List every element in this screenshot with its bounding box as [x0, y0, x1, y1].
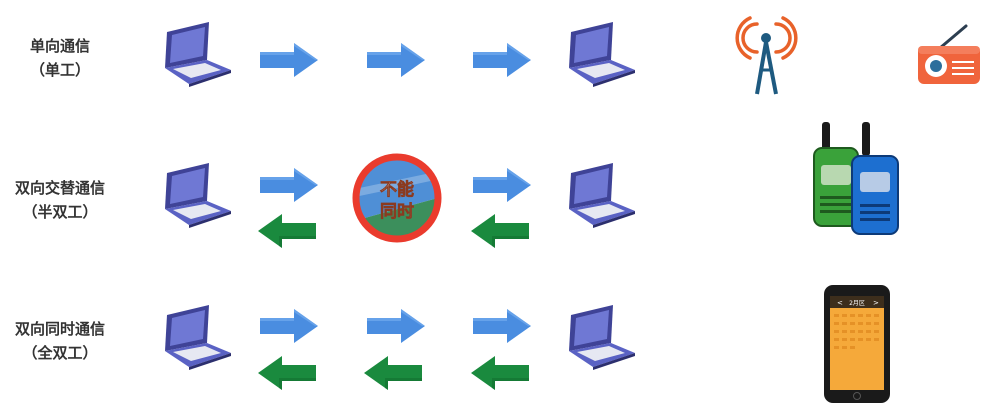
row-title: 双向同时通信 — [14, 320, 105, 338]
forward-arrow — [473, 168, 531, 202]
walkie-talkie-icon — [813, 122, 899, 235]
no-simultaneous-badge: 不能 同时 — [352, 153, 442, 243]
forward-arrow — [473, 43, 531, 77]
laptop-icon — [569, 305, 635, 370]
backward-arrow — [471, 214, 529, 248]
row-label-simplex: 单向通信 （单工） — [0, 34, 120, 82]
laptop-icon — [165, 163, 231, 228]
phone-header: 2月区 — [849, 300, 865, 307]
smartphone-icon: < 2月区 > — [824, 285, 890, 403]
laptop-icon — [569, 22, 635, 87]
row-subtitle: （全双工） — [22, 344, 98, 362]
forward-arrow — [260, 309, 318, 343]
badge-text-line2: 同时 — [380, 202, 414, 222]
phone-prev-arrow: < — [837, 299, 843, 307]
row-subtitle: （单工） — [29, 61, 90, 79]
row-title: 单向通信 — [29, 37, 90, 55]
forward-arrow — [367, 43, 425, 77]
laptop-icon — [165, 22, 231, 87]
row-label-full-duplex: 双向同时通信 （全双工） — [0, 317, 120, 365]
phone-next-arrow: > — [873, 299, 879, 307]
forward-arrow — [473, 309, 531, 343]
radio-icon — [918, 24, 980, 84]
laptop-icon — [165, 305, 231, 370]
antenna-icon — [735, 16, 798, 95]
badge-text-line1: 不能 — [380, 179, 414, 200]
backward-arrow — [258, 214, 316, 248]
forward-arrow — [260, 168, 318, 202]
row-title: 双向交替通信 — [14, 179, 105, 197]
backward-arrow — [258, 356, 316, 390]
backward-arrow — [471, 356, 529, 390]
backward-arrow — [364, 356, 422, 390]
laptop-icon — [569, 163, 635, 228]
forward-arrow — [367, 309, 425, 343]
row-subtitle: （半双工） — [22, 203, 98, 221]
forward-arrow — [260, 43, 318, 77]
row-label-half-duplex: 双向交替通信 （半双工） — [0, 176, 120, 224]
